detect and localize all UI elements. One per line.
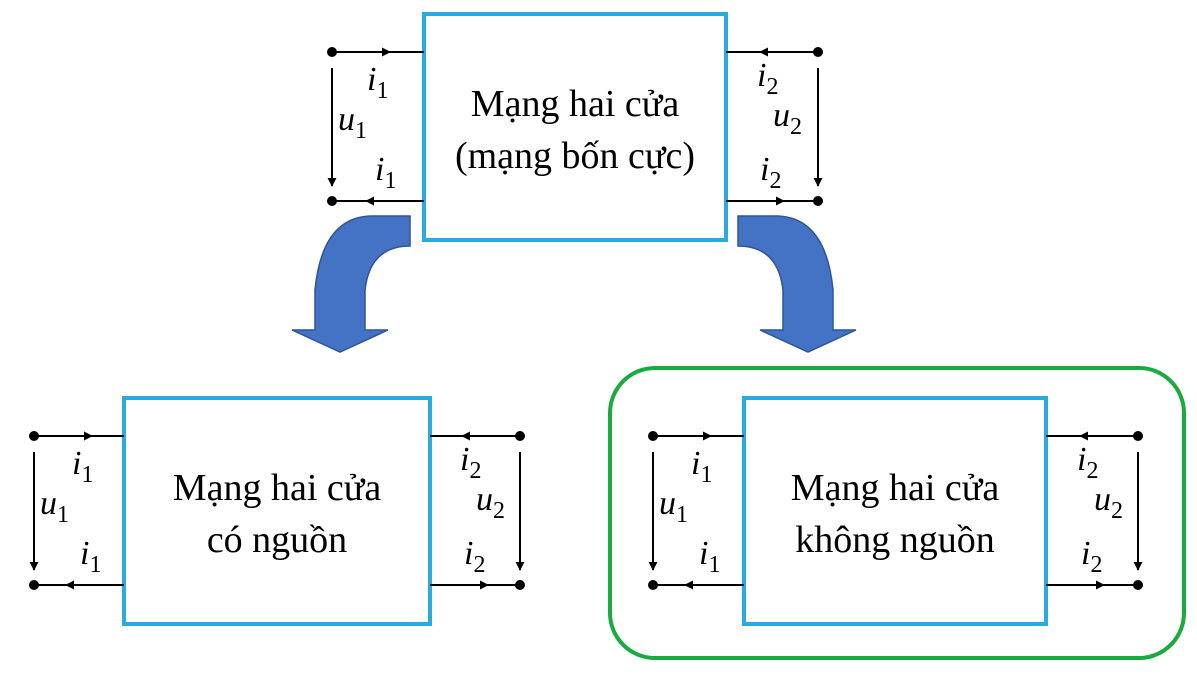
flow-arrow-right-shape (737, 215, 857, 353)
left-port2-terminal-lower (515, 580, 525, 590)
top-i2-upper-label: i2 (757, 57, 778, 100)
left-i1-lower-label: i1 (80, 535, 101, 578)
right-port1-terminal-lower (648, 580, 658, 590)
right-network-title: Mạng hai cửa (791, 467, 1000, 509)
left-i2-upper-label: i2 (460, 441, 481, 484)
right-u2-label: u2 (1094, 481, 1123, 524)
right-network-subtitle: không nguồn (795, 519, 995, 561)
right-network: Mạng hai cửa không nguồn i1 u1 i1 i2 u2 … (648, 396, 1143, 626)
top-port2-terminal-lower (813, 196, 823, 206)
right-i2-upper-label: i2 (1077, 441, 1098, 484)
left-network-box (122, 396, 432, 626)
top-i1-lower-label: i1 (375, 151, 396, 194)
top-network-box (422, 12, 728, 242)
left-port2-terminal-upper (515, 431, 525, 441)
right-i2-lower-label: i2 (1081, 535, 1102, 578)
left-network: Mạng hai cửa có nguồn i1 u1 i1 i2 u2 i2 (29, 396, 525, 626)
top-u1-label: u1 (338, 101, 367, 144)
right-i1-upper-label: i1 (691, 445, 712, 488)
left-u1-label: u1 (40, 485, 69, 528)
top-i1-upper-label: i1 (367, 61, 388, 104)
left-i2-lower-label: i2 (464, 535, 485, 578)
highlight-frame (608, 366, 1186, 660)
top-port1-terminal-lower (327, 196, 337, 206)
left-port1-terminal-upper (29, 431, 39, 441)
top-u2-label: u2 (773, 97, 802, 140)
left-u2-label: u2 (476, 481, 505, 524)
left-port1-terminal-lower (29, 580, 39, 590)
right-u1-label: u1 (659, 485, 688, 528)
left-i1-upper-label: i1 (72, 445, 93, 488)
right-port2-terminal-lower (1133, 580, 1143, 590)
top-network-subtitle: (mạng bốn cực) (455, 135, 695, 177)
top-port2-terminal-upper (813, 47, 823, 57)
top-network: Mạng hai cửa (mạng bốn cực) i1 u1 i1 i2 … (327, 12, 823, 242)
right-port2-terminal-upper (1133, 431, 1143, 441)
flow-arrow-left-shape (291, 215, 411, 353)
right-port1-terminal-upper (648, 431, 658, 441)
top-i2-lower-label: i2 (760, 151, 781, 194)
right-i1-lower-label: i1 (699, 535, 720, 578)
right-network-box (742, 396, 1048, 626)
left-network-subtitle: có nguồn (207, 519, 347, 561)
top-network-title: Mạng hai cửa (471, 83, 680, 125)
left-network-title: Mạng hai cửa (173, 467, 382, 509)
top-port1-terminal-upper (327, 47, 337, 57)
